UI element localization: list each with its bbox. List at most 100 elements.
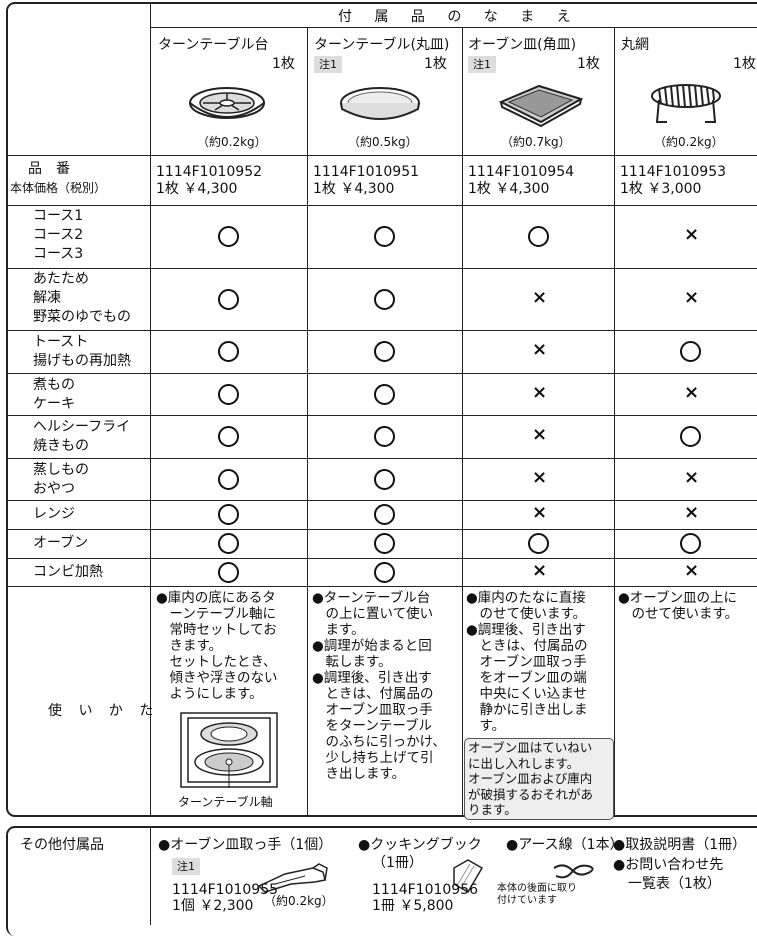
compatible-mark [218, 341, 239, 362]
price: 1枚 ￥4,300 [313, 181, 395, 197]
usage-rack: ●オーブン皿の上に のせて使います。 [618, 590, 739, 622]
accessory-name: ターンテーブル台 [158, 37, 269, 53]
cookbook-icon [453, 859, 484, 894]
mode-label: 揚げもの再加熱 [33, 353, 131, 369]
row-divider [6, 415, 757, 416]
compatible-mark [218, 426, 239, 447]
turntable-shaft-caption: ターンテーブル軸 [178, 795, 273, 809]
mode-label: あたため [33, 271, 89, 287]
row-divider [6, 458, 757, 459]
compatible-mark [374, 504, 395, 525]
accessory-weight: （約0.7kg） [501, 135, 571, 149]
row-divider [6, 330, 757, 331]
cookbook-part-number: 1114F1010956 [372, 882, 479, 898]
column-divider [150, 2, 151, 817]
price-label: 本体価格（税別） [10, 181, 107, 195]
accessory-weight: （約0.2kg） [197, 135, 267, 149]
compatible-mark [218, 289, 239, 310]
accessory-name: 丸網 [621, 37, 649, 53]
row-divider [6, 586, 757, 587]
compatible-mark [528, 226, 549, 247]
cookbook-title: ●クッキングブック [358, 837, 482, 853]
price: 1枚 ￥4,300 [156, 181, 238, 197]
row-divider [6, 500, 757, 501]
contact-list-qty: 一覧表（1枚） [628, 876, 721, 892]
compatible-mark [374, 384, 395, 405]
mode-label: オーブン [33, 535, 89, 551]
accessory-weight: （約0.5kg） [348, 135, 418, 149]
compatible-mark [374, 226, 395, 247]
mode-label: コンビ加熱 [33, 564, 103, 580]
incompatible-mark: × [684, 287, 700, 308]
column-divider [614, 27, 615, 817]
row-divider [6, 155, 757, 156]
row-divider [6, 205, 757, 206]
row-divider [6, 373, 757, 374]
incompatible-mark: × [684, 502, 700, 523]
mode-label: コース2 [33, 227, 84, 243]
price: 1枚 ￥4,300 [468, 181, 550, 197]
column-divider [462, 27, 463, 817]
oven-tray-caution-callout: オーブン皿はていねい に出し入れします。 オーブン皿および庫内 が破損するおそれ… [464, 738, 614, 820]
row-divider [150, 27, 757, 28]
cookbook-price: 1冊 ￥5,800 [372, 898, 454, 914]
incompatible-mark: × [684, 560, 700, 581]
compatible-mark [374, 533, 395, 554]
incompatible-mark: × [532, 560, 548, 581]
ground-wire-icon [553, 864, 594, 879]
accessory-name: オーブン皿(角皿) [468, 37, 577, 53]
compatible-mark [680, 426, 701, 447]
compatible-mark [218, 384, 239, 405]
turntable-shaft-diagram-icon [180, 712, 278, 788]
turntable-plate-icon [340, 87, 420, 120]
oven-tray-icon [498, 84, 584, 128]
mode-label: 焼きもの [33, 438, 89, 454]
part-number: 1114F1010951 [313, 164, 420, 180]
incompatible-mark: × [532, 382, 548, 403]
contact-list-title: ●お問い合わせ先 [613, 857, 724, 873]
compatible-mark [528, 533, 549, 554]
usage-label: 使 い か た [48, 703, 160, 719]
compatible-mark [374, 341, 395, 362]
price: 1枚 ￥3,000 [620, 181, 702, 197]
incompatible-mark: × [684, 382, 700, 403]
compatible-mark [218, 533, 239, 554]
incompatible-mark: × [532, 287, 548, 308]
handle-price: 1個 ￥2,300 [172, 898, 254, 914]
mode-label: レンジ [33, 506, 75, 522]
compatible-mark [374, 469, 395, 490]
ground-wire-caption: 本体の後面に取り 付けています [497, 883, 577, 906]
table-title: 付 属 品 の な ま え [338, 9, 580, 25]
ground-wire-title: ●アース線（1本） [506, 837, 624, 853]
mode-label: 蒸しもの [33, 462, 89, 478]
manual-title: ●取扱説明書（1冊） [613, 837, 747, 853]
accessory-qty: 1枚 [577, 56, 600, 72]
compatible-mark [680, 341, 701, 362]
note-badge: 注1 [468, 56, 496, 73]
handle-part-number: 1114F1010955 [172, 882, 279, 898]
accessory-name: ターンテーブル(丸皿) [314, 37, 450, 53]
mode-label: ケーキ [33, 396, 75, 412]
mode-label: トースト [33, 334, 89, 350]
other-accessories-label: その他付属品 [20, 837, 104, 853]
compatible-mark [374, 426, 395, 447]
compatible-mark [374, 289, 395, 310]
row-divider [6, 529, 757, 530]
incompatible-mark: × [684, 467, 700, 488]
row-divider [6, 558, 757, 559]
compatible-mark [218, 469, 239, 490]
part-number: 1114F1010954 [468, 164, 575, 180]
usage-turntable-base: ●庫内の底にあるタ ーンテーブル軸に 常時セットしてお きます。 セットしたとき… [156, 590, 278, 702]
compatible-mark [218, 504, 239, 525]
other-accessories-box [6, 826, 757, 936]
oven-tray-handle-icon [257, 863, 328, 893]
incompatible-mark: × [532, 467, 548, 488]
cookbook-qty: （1冊） [372, 855, 423, 871]
compatible-mark [680, 533, 701, 554]
accessory-qty: 1枚 [424, 56, 447, 72]
incompatible-mark: × [532, 339, 548, 360]
mode-label: おやつ [33, 481, 75, 497]
column-divider [307, 27, 308, 817]
mode-label: 解凍 [33, 290, 61, 306]
compatible-mark [374, 562, 395, 583]
